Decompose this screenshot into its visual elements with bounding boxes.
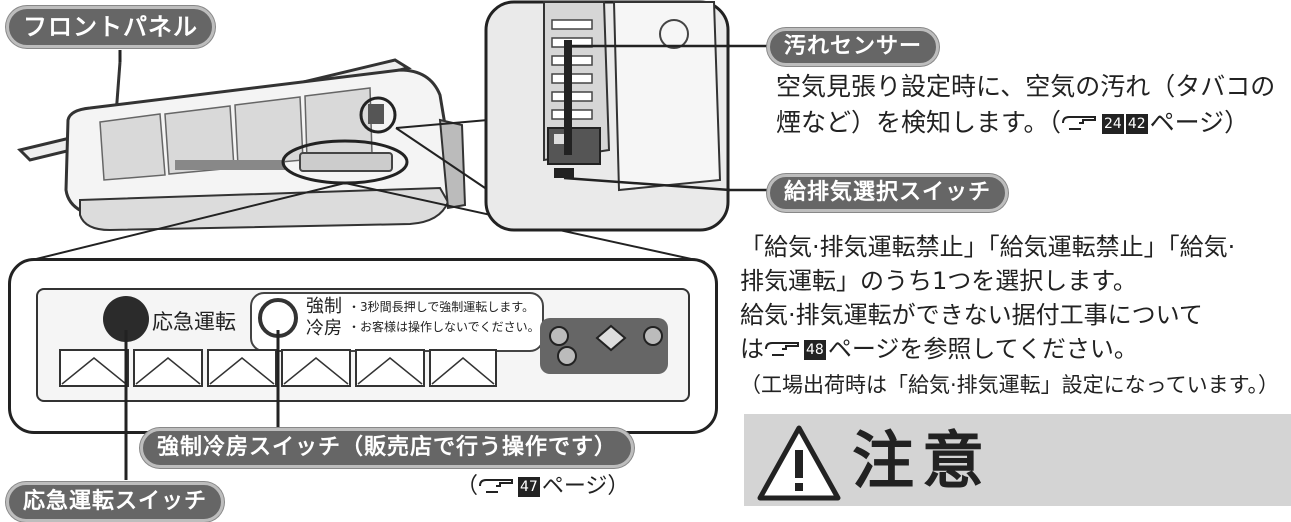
dirt-line2-text: 煙など）を検知します。（ xyxy=(776,108,1062,137)
air-switch-desc-line1: 「給気·排気運転禁止」「給気運転禁止」「給気· xyxy=(740,233,1236,261)
page-ref-42[interactable]: 42 xyxy=(1125,114,1148,134)
dirt-sensor-desc-line1: 空気見張り設定時に、空気の汚れ（タバコの xyxy=(776,72,1276,101)
page-ref-48[interactable]: 48 xyxy=(804,340,826,360)
hand-pointer-icon xyxy=(479,479,514,493)
front-panel-label: フロントパネル xyxy=(6,6,215,48)
emergency-switch-label: 応急運転スイッチ xyxy=(6,482,225,522)
sensor-zoom-illustration xyxy=(484,0,730,232)
leader-lines xyxy=(728,44,768,192)
dirt-line2-end: ページ） xyxy=(1149,108,1250,137)
hand-pointer-icon xyxy=(1062,116,1097,130)
page-ref-24[interactable]: 24 xyxy=(1102,114,1124,134)
forced-label-1: 強制 xyxy=(306,296,342,317)
forced-cooling-group xyxy=(250,292,544,352)
aircon-illustration xyxy=(17,50,706,263)
ref-page-47[interactable]: 47 xyxy=(518,477,540,497)
dirt-sensor-label: 汚れセンサー xyxy=(767,28,940,66)
air-switch-desc-line3: 給気·排気運転ができない据付工事について xyxy=(740,301,1203,329)
air-switch-desc-line2: 排気運転」のうち1つを選択します。 xyxy=(740,267,1137,295)
forced-label-2: 冷房 xyxy=(306,318,342,339)
air-switch-desc-line5: （工場出荷時は「給気·排気運転」設定になっています。） xyxy=(740,373,1280,397)
forced-note-2: ・お客様は操作しないでください。 xyxy=(348,320,540,334)
line4-post: ページを参照してください。 xyxy=(827,335,1138,363)
line4-pre: は xyxy=(740,335,764,363)
forced-cooling-label: 強制冷房スイッチ（販売店で行う操作です） xyxy=(140,428,635,468)
ref-open: （ xyxy=(456,474,479,499)
warning-triangle-icon xyxy=(757,425,841,501)
forced-note-1: ・3秒間長押しで強制運転します。 xyxy=(348,300,535,314)
ref-close: ページ） xyxy=(541,474,630,499)
hand-pointer-icon xyxy=(765,342,799,356)
receiver-icons xyxy=(549,324,663,366)
air-switch-label: 給排気選択スイッチ xyxy=(767,174,1009,212)
emergency-label: 応急運転 xyxy=(152,310,236,334)
callout-pointers xyxy=(124,330,280,480)
caution-title: 注意 xyxy=(852,424,993,497)
indicator-windows xyxy=(59,349,497,387)
